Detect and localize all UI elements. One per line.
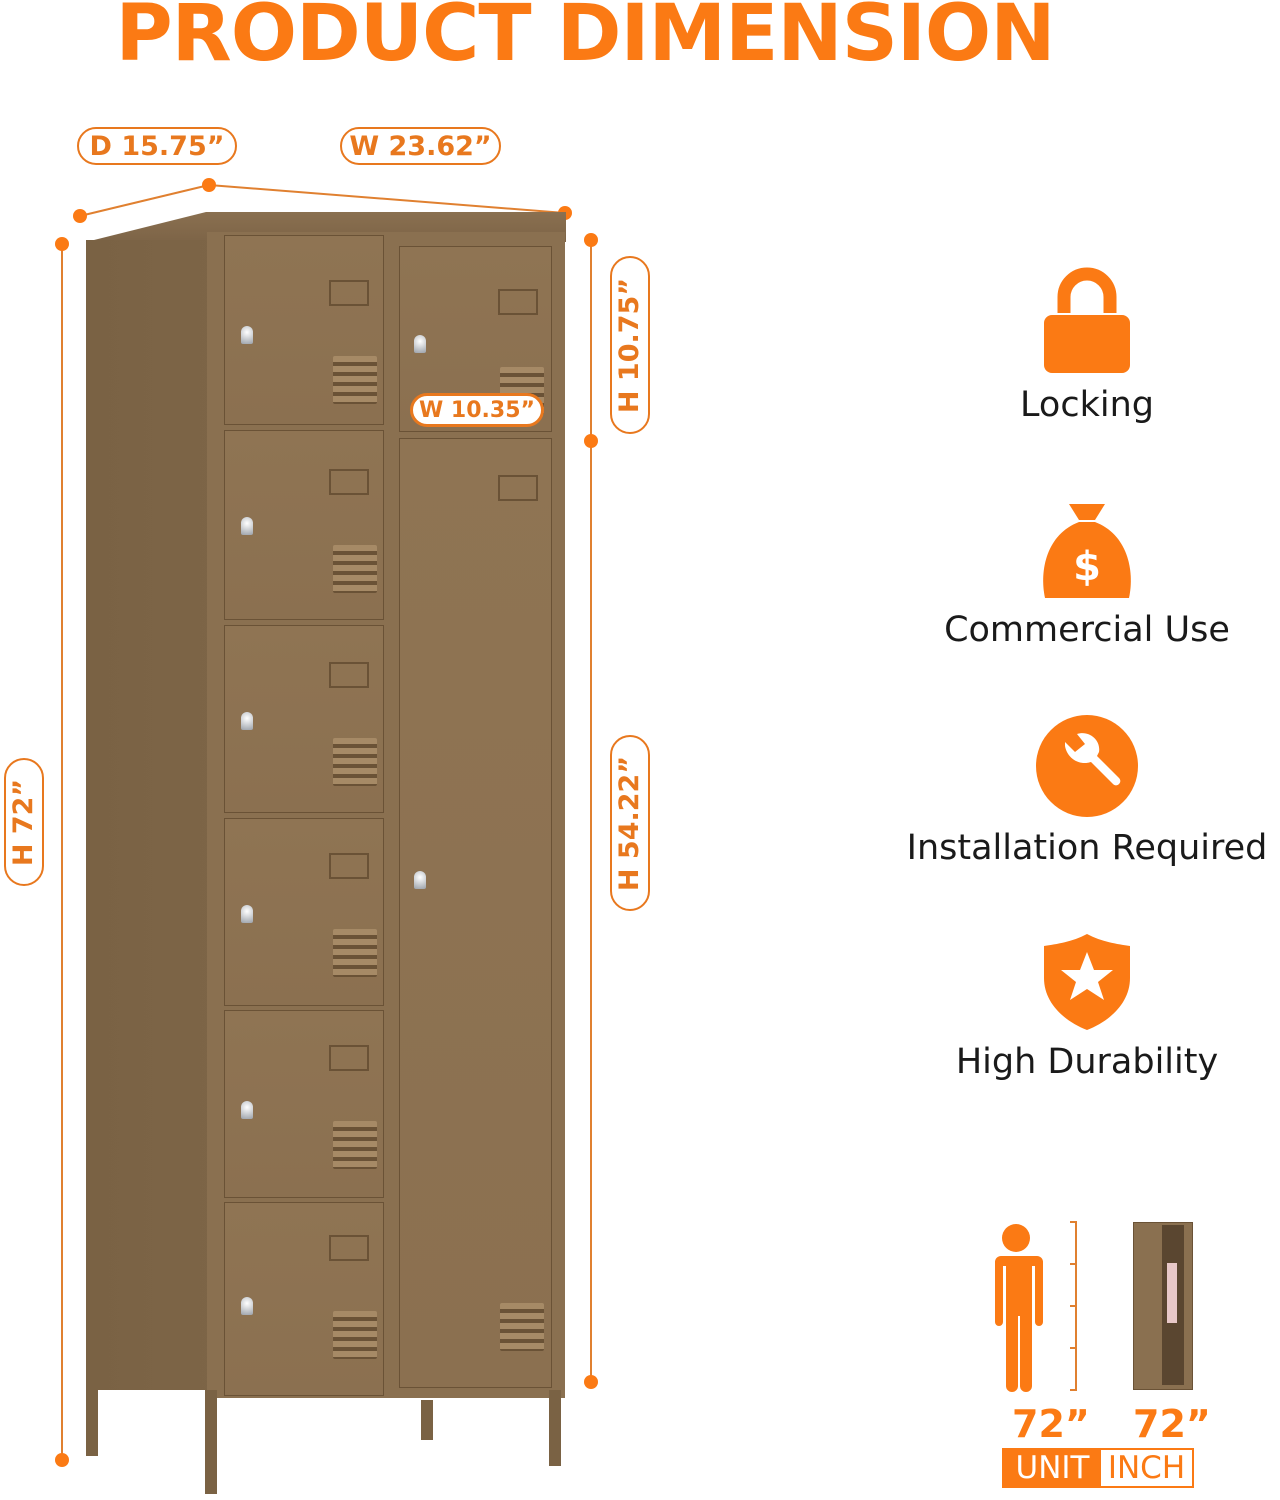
feature-commercial-use: $ Commercial Use	[887, 500, 1280, 650]
unit-indicator: UNIT INCH	[1002, 1448, 1194, 1488]
shield-star-icon	[1044, 934, 1130, 1030]
feature-locking: Locking	[887, 265, 1280, 425]
dimension-dot	[584, 1375, 598, 1389]
locker-leg	[421, 1400, 433, 1440]
total-height-label: H 72”	[4, 758, 44, 886]
locker-leg	[549, 1390, 561, 1466]
small-door-height-label: H 10.75”	[610, 256, 650, 434]
feature-installation: Installation Required	[887, 714, 1280, 868]
wrench-icon	[1036, 715, 1138, 817]
svg-text:$: $	[1073, 544, 1101, 590]
small-locker-door	[224, 1202, 384, 1396]
unit-value: INCH	[1107, 1450, 1186, 1486]
locker-leg	[86, 1390, 98, 1456]
dimension-dot	[584, 233, 598, 247]
person-height-value: 72”	[1012, 1402, 1090, 1446]
tall-locker-door	[399, 438, 552, 1388]
feature-durability: High Durability	[887, 932, 1280, 1082]
height-ruler	[1070, 1221, 1077, 1391]
small-locker-door	[224, 818, 384, 1006]
page-title: PRODUCT DIMENSION	[115, 0, 1056, 79]
dimension-dot	[55, 237, 69, 251]
money-bag-icon: $	[1043, 504, 1131, 598]
small-door-width-label: W 10.35”	[410, 393, 544, 427]
mini-locker-icon	[1133, 1222, 1193, 1390]
dimension-dot	[55, 1453, 69, 1467]
tall-door-height-label: H 54.22”	[610, 735, 650, 911]
lock-icon	[1044, 267, 1130, 373]
locker-leg	[205, 1390, 217, 1494]
small-locker-door	[224, 430, 384, 620]
unit-label: UNIT	[1004, 1450, 1101, 1486]
dimension-dot	[202, 178, 216, 192]
small-locker-door	[224, 1010, 384, 1198]
dimension-dot	[584, 434, 598, 448]
small-locker-door	[224, 625, 384, 813]
small-locker-door	[224, 235, 384, 425]
dimension-dot	[73, 209, 87, 223]
width-label: W 23.62”	[340, 127, 501, 165]
depth-label: D 15.75”	[77, 127, 237, 165]
person-icon	[995, 1224, 1043, 1392]
locker-height-value: 72”	[1133, 1402, 1211, 1446]
locker-side-panel	[86, 240, 222, 1390]
